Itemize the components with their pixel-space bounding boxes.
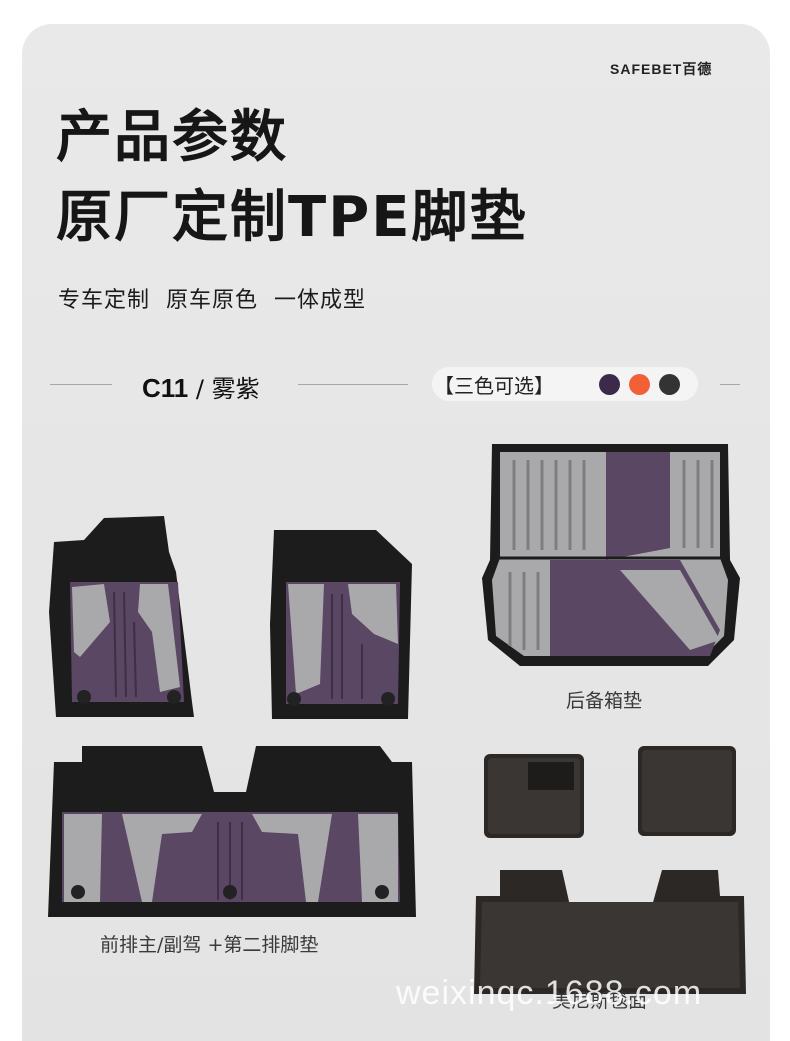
page-subtitle-title: 原厂定制TPE脚垫 xyxy=(56,185,528,250)
carpet-mat-caption: 美尼斯毯面 xyxy=(552,990,648,1012)
color-options-label: 【三色可选】 xyxy=(434,374,554,398)
carpet-rear-row-image xyxy=(474,870,746,994)
watermark: weixinqc.1688.com xyxy=(396,974,703,1012)
divider-right xyxy=(720,384,740,385)
divider-middle xyxy=(298,384,408,385)
carpet-front-right-image xyxy=(638,746,736,836)
model-label: C11 / 雾紫 xyxy=(142,369,260,404)
carpet-front-left-image xyxy=(484,754,584,838)
color-swatch-black[interactable] xyxy=(659,374,680,395)
feature-tagline: 专车定制 原车原色 一体成型 xyxy=(58,288,366,313)
color-swatch-orange[interactable] xyxy=(629,374,650,395)
rear-row-mat-image xyxy=(48,746,416,917)
page-title: 产品参数 xyxy=(56,105,288,170)
trunk-mat-caption: 后备箱垫 xyxy=(566,690,643,712)
front-passenger-mat-image xyxy=(270,530,412,719)
front-rear-mat-caption: 前排主/副驾 +第二排脚垫 xyxy=(100,934,319,956)
trunk-mat-image xyxy=(482,444,740,666)
divider-left xyxy=(50,384,112,385)
model-separator: / xyxy=(188,375,212,403)
model-color: 雾紫 xyxy=(211,375,260,403)
brand-logo: SAFEBET百德 xyxy=(610,61,713,77)
model-code: C11 xyxy=(142,373,189,403)
color-options-pill xyxy=(432,367,698,401)
product-card: SAFEBET百德 产品参数 原厂定制TPE脚垫 专车定制 原车原色 一体成型 … xyxy=(22,24,770,1041)
color-swatch-purple[interactable] xyxy=(599,374,620,395)
front-driver-mat-image xyxy=(49,516,194,717)
